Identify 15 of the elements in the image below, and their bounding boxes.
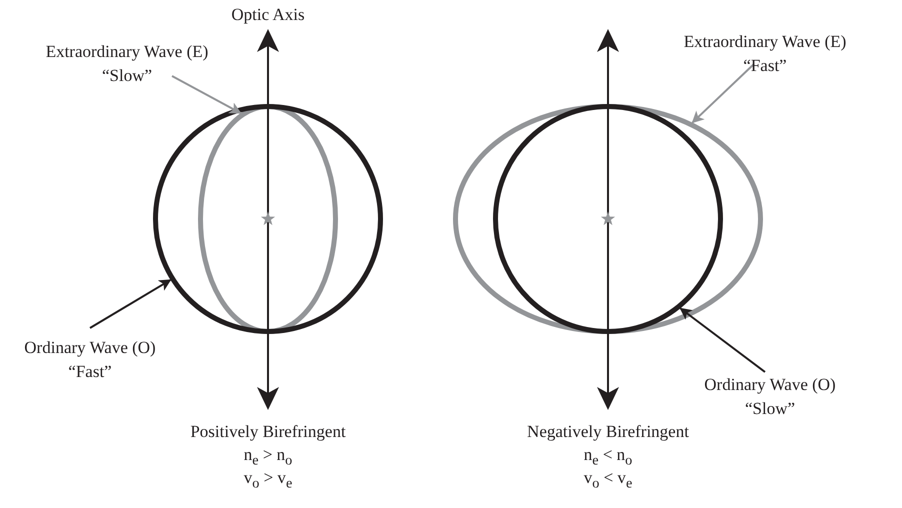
wave-label: “Fast”	[743, 55, 787, 77]
birefringence-label: Positively Birefringent	[190, 421, 346, 443]
wave-label: “Slow”	[102, 65, 152, 87]
wave-label: Ordinary Wave (O)	[24, 337, 156, 359]
wave-label: Extraordinary Wave (E)	[46, 41, 208, 63]
wave-label: Extraordinary Wave (E)	[684, 31, 846, 53]
axis-label: Optic Axis	[231, 4, 305, 26]
leader-line	[680, 308, 766, 373]
birefringence-label: Negatively Birefringent	[527, 421, 689, 443]
wave-label: “Fast”	[68, 361, 112, 383]
leader-line	[692, 63, 755, 124]
wave-label: Ordinary Wave (O)	[704, 374, 836, 396]
wave-label: “Slow”	[744, 398, 796, 420]
leader-line	[89, 279, 172, 329]
leader-line	[172, 75, 242, 114]
